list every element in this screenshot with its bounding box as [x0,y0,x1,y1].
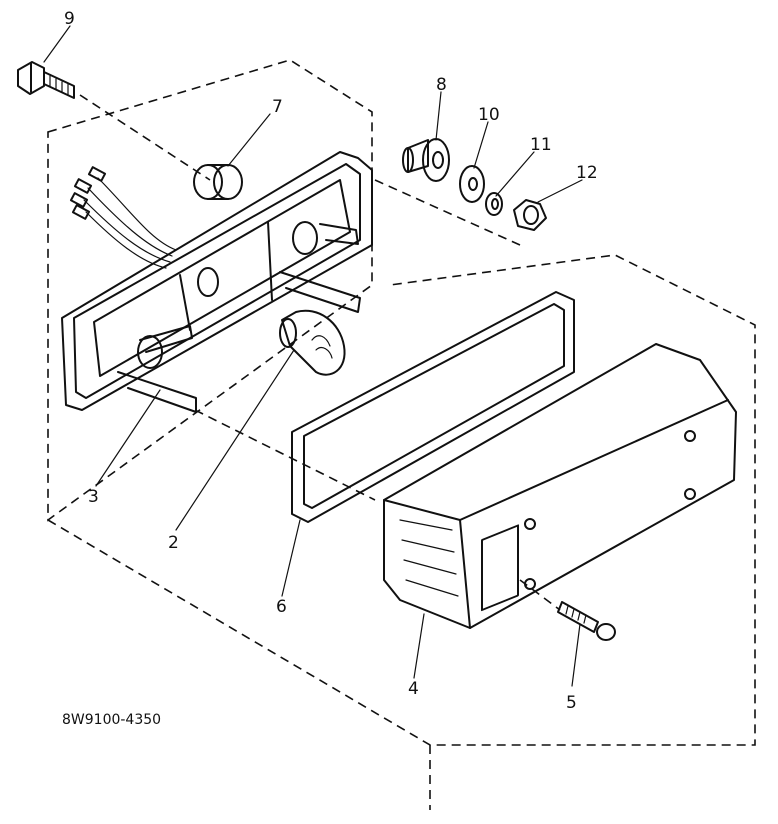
callout-4: 4 [408,679,419,699]
callout-10: 10 [478,105,500,125]
callout-12: 12 [576,163,598,183]
washer-part-10 [459,165,485,203]
assembly-axis-lines [79,94,561,611]
bulb-part-2 [279,309,346,376]
nut-part-12 [513,199,547,231]
reference-code: 8W9100-4350 [62,712,161,728]
callout-2: 2 [168,533,179,553]
bolt-part-9 [17,61,75,99]
lens-part-4 [383,343,737,629]
gasket-part-6 [291,291,575,523]
callout-7: 7 [272,97,283,117]
assembly-boundary-lower [47,254,756,810]
callout-8: 8 [436,75,447,95]
collar-part-8 [402,138,450,182]
callout-9: 9 [64,9,75,29]
callout-labels: 9 7 8 10 11 12 3 2 6 4 5 [64,9,598,713]
callout-3: 3 [88,487,99,507]
screw-part-5 [557,601,616,641]
callout-6: 6 [276,597,287,617]
lamp-housing-part-3 [61,151,373,413]
spring-washer-part-11 [485,192,503,216]
leader-lines [43,25,583,687]
grommet-part-7 [193,164,243,200]
callout-11: 11 [530,135,552,155]
callout-5: 5 [566,693,577,713]
assembly-boundary-upper [47,59,373,522]
